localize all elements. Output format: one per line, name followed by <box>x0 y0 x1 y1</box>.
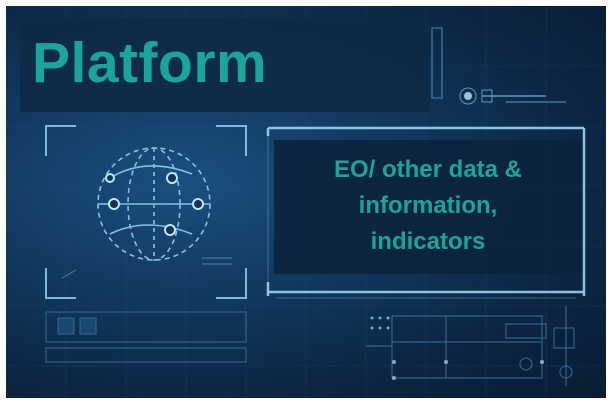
title-panel <box>20 18 430 112</box>
info-text: EO/ other data & information, indicators <box>274 152 582 260</box>
info-line-2: information, <box>358 192 498 219</box>
page-title: Platform <box>32 31 268 95</box>
slide: Platform EO/ other data & information, i… <box>6 6 606 398</box>
info-line-3: indicators <box>370 228 486 255</box>
info-panel <box>274 140 582 274</box>
info-line-1: EO/ other data & <box>333 156 523 183</box>
